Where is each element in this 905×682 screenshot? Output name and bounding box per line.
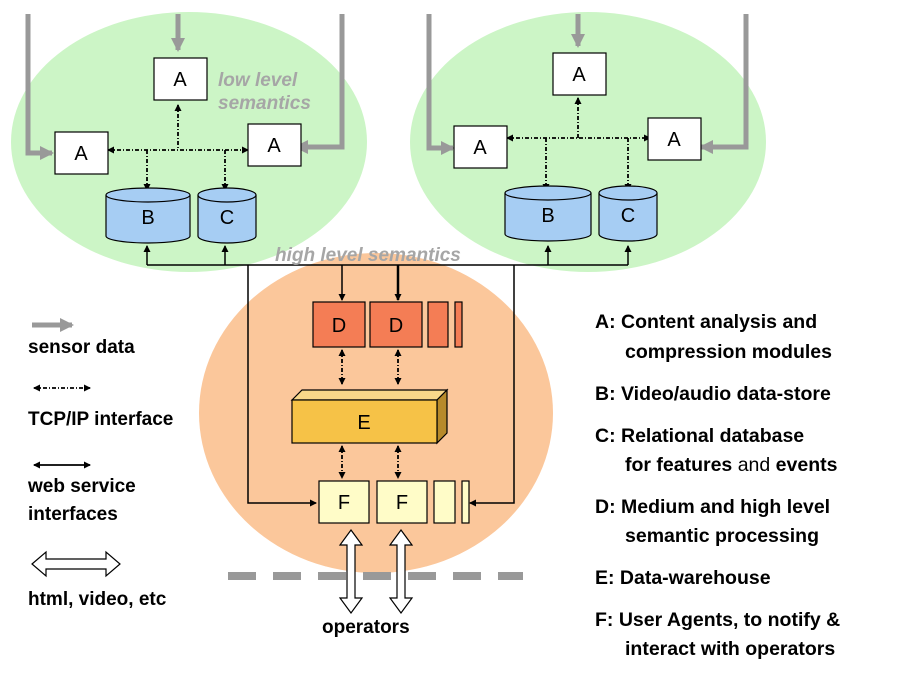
svg-text:A: A [74, 143, 88, 165]
user-agent-stack-1 [433, 480, 456, 524]
tcpip-links [107, 97, 651, 479]
key-f-line2: interact with operators [625, 638, 835, 660]
web-service-links [143, 245, 632, 507]
node-a-top-right: A [552, 52, 607, 96]
svg-text:D: D [389, 315, 403, 337]
operators-label: operators [322, 617, 410, 638]
semantic-processor-stack-2 [454, 301, 463, 348]
semantic-processor-stack-1 [427, 301, 449, 348]
node-a-left-of-right: A [453, 125, 508, 169]
high-level-semantics-label: high level semantics [275, 245, 461, 266]
left-node-region [11, 12, 367, 272]
user-agent-f-2: F [376, 480, 428, 524]
low-level-semantics-label-2: semantics [218, 93, 311, 114]
node-a-right-of-left: A [247, 123, 302, 167]
key-c-line1: C: Relational database [595, 425, 804, 447]
legend-html-video-arrow [31, 550, 121, 578]
user-agent-stack-2 [461, 480, 470, 524]
component-key: A: Content analysis and compression modu… [595, 311, 840, 660]
key-b: B: Video/audio data-store [595, 383, 831, 405]
svg-text:C: C [220, 207, 234, 229]
data-warehouse-e: E [290, 388, 449, 445]
svg-text:E: E [357, 412, 370, 434]
svg-text:D: D [332, 315, 346, 337]
semantic-processor-d-1: D [312, 301, 366, 348]
key-d-line1: D: Medium and high level [595, 496, 830, 518]
datastore-b-right: B [504, 185, 592, 242]
svg-text:C: C [621, 205, 635, 227]
svg-text:F: F [396, 492, 408, 514]
legend-web-service-label-2: interfaces [28, 504, 118, 525]
key-d-line2: semantic processing [625, 525, 819, 547]
right-node-region [410, 12, 766, 272]
legend: sensor data TCP/IP interface web service… [27, 318, 173, 610]
key-f-line1: F: User Agents, to notify & [595, 609, 840, 631]
database-c-left: C [197, 187, 257, 244]
low-level-semantics-label: low level [218, 70, 298, 91]
key-a-line2: compression modules [625, 341, 832, 363]
semantic-processor-d-2: D [369, 301, 423, 348]
legend-web-service-label: web service [27, 476, 136, 497]
key-e: E: Data-warehouse [595, 567, 771, 589]
sensor-data-inputs [25, 14, 749, 160]
svg-text:A: A [473, 137, 487, 159]
node-a-right: A [647, 117, 702, 161]
operator-arrow-2 [388, 528, 414, 615]
user-agent-f-1: F [318, 480, 370, 524]
datastore-b-left: B [105, 187, 191, 244]
operator-arrow-1 [338, 528, 364, 615]
svg-text:A: A [173, 69, 187, 91]
svg-text:A: A [667, 129, 681, 151]
legend-html-video-label: html, video, etc [28, 589, 167, 610]
legend-sensor-data-label: sensor data [28, 337, 135, 358]
svg-text:B: B [541, 205, 554, 227]
database-c-right: C [598, 185, 658, 242]
legend-tcpip-label: TCP/IP interface [28, 409, 173, 430]
svg-text:A: A [572, 64, 586, 86]
svg-text:B: B [141, 207, 154, 229]
svg-text:A: A [267, 135, 281, 157]
key-c-line2: for features and events [625, 454, 838, 476]
node-a-left: A [54, 131, 109, 175]
svg-text:F: F [338, 492, 350, 514]
key-a-line1: A: Content analysis and [595, 311, 817, 333]
node-a-top-left: A [153, 57, 208, 101]
